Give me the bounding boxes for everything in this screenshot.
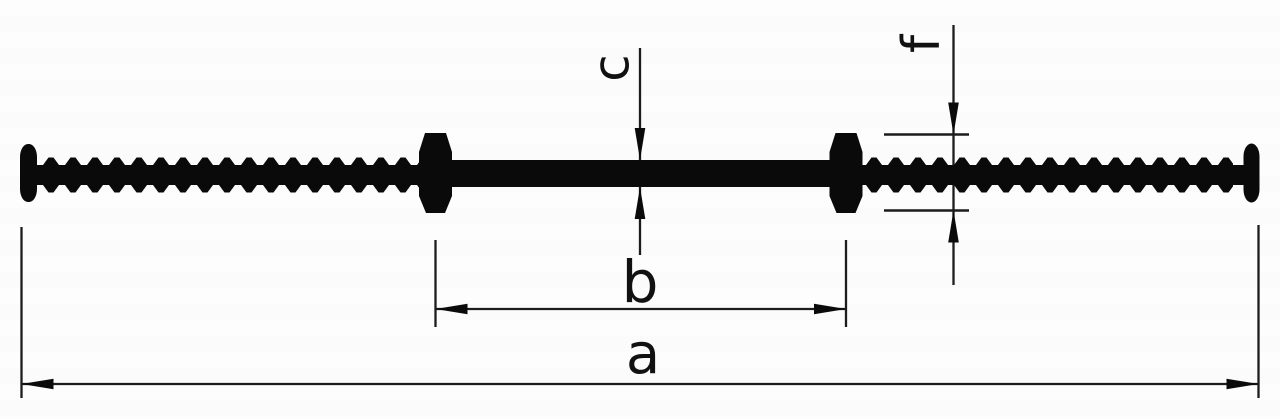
left-arm-ribs [40, 157, 420, 193]
right-arm-ribs [863, 157, 1233, 193]
dim-b-arrow-left-icon [435, 303, 468, 315]
dim-b-arrow-right-icon [814, 303, 846, 315]
dim-a-arrow-left-icon [21, 378, 54, 390]
dim-label-a: a [626, 322, 660, 387]
center-web [430, 160, 852, 187]
waterstop-profile [20, 133, 1260, 213]
dim-label-c: c [583, 54, 641, 82]
dim-f-arrow-up-icon [948, 210, 959, 243]
left-anchor-rib [419, 133, 452, 213]
dimension-c: c [583, 48, 646, 255]
right-anchor-rib [829, 133, 863, 213]
dim-c-arrow-down-icon [634, 128, 646, 160]
dimension-b: b [434, 240, 848, 327]
dimension-a: a [20, 225, 1260, 398]
dimension-f: f [884, 25, 969, 285]
dim-label-b: b [622, 248, 659, 316]
dim-f-arrow-down-icon [948, 102, 959, 135]
dim-c-arrow-up-icon [634, 187, 646, 219]
dim-label-f: f [892, 33, 952, 53]
dim-a-arrow-right-icon [1226, 378, 1259, 390]
